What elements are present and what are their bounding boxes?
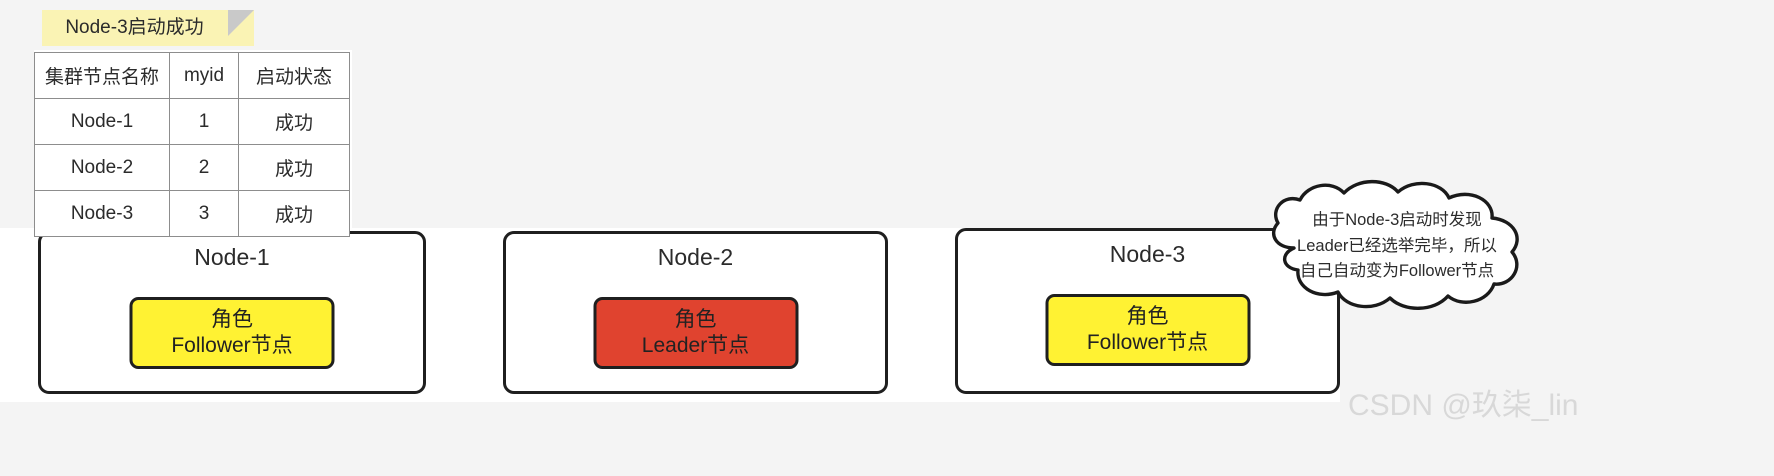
- role-badge-node-2: 角色 Leader节点: [593, 297, 798, 369]
- cloud-shape-icon: [1272, 180, 1519, 310]
- sticky-note: Node-3启动成功: [42, 10, 254, 46]
- cell-state: 成功: [238, 144, 350, 191]
- cluster-status-table: 集群节点名称 myid 启动状态 Node-1 1 成功 Node-2 2 成功…: [34, 52, 350, 237]
- sticky-note-label: Node-3启动成功: [65, 17, 204, 38]
- role-badge-value: Follower节点: [171, 334, 293, 357]
- cell-myid: 1: [169, 98, 239, 145]
- node-box-node-2: Node-2 角色 Leader节点: [503, 231, 888, 394]
- role-badge-node-3: 角色 Follower节点: [1045, 294, 1250, 366]
- cell-state: 成功: [238, 190, 350, 237]
- cloud-text-line-2: Leader已经选举完毕，所以: [1297, 236, 1497, 255]
- cloud-text-line-3: 自己自动变为Follower节点: [1299, 262, 1495, 281]
- cell-node-name: Node-2: [34, 144, 170, 191]
- node-title: Node-1: [194, 244, 270, 270]
- cell-myid: 3: [169, 190, 239, 237]
- node-title: Node-3: [1109, 241, 1186, 267]
- column-header-state: 启动状态: [238, 52, 350, 99]
- role-badge-value: Follower节点: [1086, 331, 1209, 354]
- role-badge-label: 角色: [674, 308, 717, 332]
- watermark: CSDN @玖柒_lin: [1348, 389, 1579, 422]
- table-row: Node-2 2 成功: [34, 144, 350, 191]
- cell-node-name: Node-1: [34, 98, 170, 145]
- cloud-text-line-1: 由于Node-3启动时发现: [1312, 211, 1482, 229]
- node-box-node-3: Node-3 角色 Follower节点: [955, 228, 1340, 394]
- table-row: Node-1 1 成功: [34, 98, 350, 145]
- column-header-node-name: 集群节点名称: [34, 52, 170, 99]
- node-title: Node-2: [657, 244, 734, 270]
- cloud-callout: 由于Node-3启动时发现 Leader已经选举完毕，所以 自己自动变为Foll…: [1246, 176, 1546, 316]
- node-box-node-1: Node-1 角色 Follower节点: [38, 231, 426, 394]
- role-badge-label: 角色: [1126, 305, 1169, 329]
- cell-node-name: Node-3: [34, 190, 170, 237]
- table-row: Node-3 3 成功: [34, 190, 350, 237]
- cell-state: 成功: [238, 98, 350, 145]
- role-badge-node-1: 角色 Follower节点: [129, 297, 335, 369]
- sticky-note-fold-icon: [228, 10, 254, 36]
- column-header-myid: myid: [169, 52, 239, 99]
- table-header-row: 集群节点名称 myid 启动状态: [34, 52, 350, 99]
- role-badge-label: 角色: [211, 308, 253, 332]
- cloud-callout-text: 由于Node-3启动时发现 Leader已经选举完毕，所以 自己自动变为Foll…: [1268, 208, 1526, 285]
- cell-myid: 2: [169, 144, 239, 191]
- role-badge-value: Leader节点: [641, 334, 750, 357]
